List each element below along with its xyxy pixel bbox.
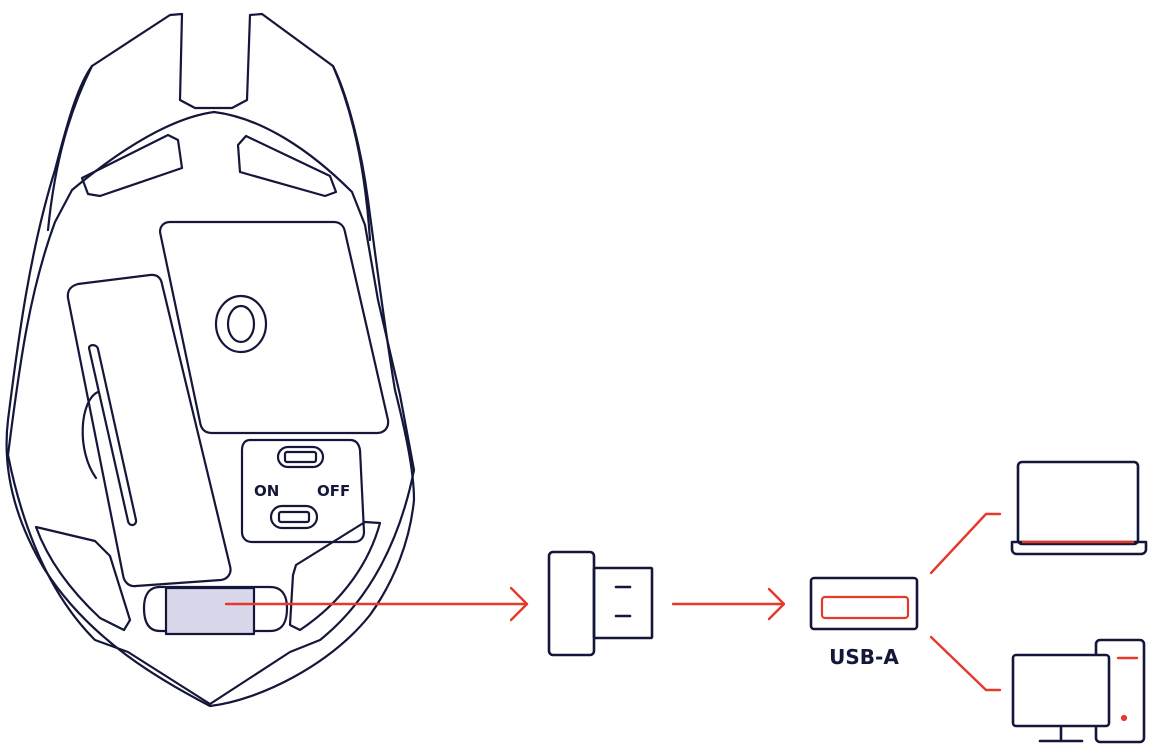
switch-off-label: OFF bbox=[317, 482, 350, 500]
mouse-left-grip bbox=[46, 64, 94, 232]
mouse-right-grip bbox=[331, 64, 372, 242]
main-glide-pad bbox=[158, 220, 390, 435]
switch-on-label: ON bbox=[254, 482, 279, 500]
laptop-icon bbox=[1010, 460, 1148, 556]
switch-off-slot bbox=[269, 504, 319, 530]
left-pad-groove bbox=[87, 344, 138, 527]
usb-a-label: USB-A bbox=[829, 645, 899, 669]
mouse-inner-outline bbox=[6, 110, 416, 706]
lower-left-glide-pad bbox=[34, 525, 132, 632]
desktop-computer-icon bbox=[1011, 638, 1146, 744]
switch-off-knob bbox=[277, 510, 311, 524]
branch-to-laptop bbox=[929, 512, 1002, 575]
usb-a-port-icon bbox=[809, 576, 919, 631]
power-switch-panel bbox=[240, 438, 366, 544]
optical-sensor bbox=[214, 294, 268, 354]
switch-on-knob bbox=[283, 450, 318, 464]
upper-left-glide-pad bbox=[80, 133, 184, 198]
left-glide-pad bbox=[66, 273, 232, 588]
branch-to-desktop bbox=[929, 635, 1002, 692]
stored-receiver bbox=[164, 586, 256, 636]
optical-sensor-lens bbox=[226, 304, 256, 344]
side-wheel bbox=[81, 390, 100, 480]
mouse-underside bbox=[5, 12, 416, 708]
arrow-insert-receiver bbox=[671, 587, 786, 621]
upper-right-glide-pad bbox=[236, 134, 338, 198]
switch-on-slot bbox=[276, 445, 325, 469]
lower-right-glide-pad bbox=[288, 520, 382, 632]
branch-lines bbox=[929, 512, 1002, 692]
arrow-remove-receiver bbox=[224, 586, 529, 622]
receiver-storage-slot bbox=[142, 585, 289, 633]
usb-receiver-icon bbox=[547, 550, 654, 657]
